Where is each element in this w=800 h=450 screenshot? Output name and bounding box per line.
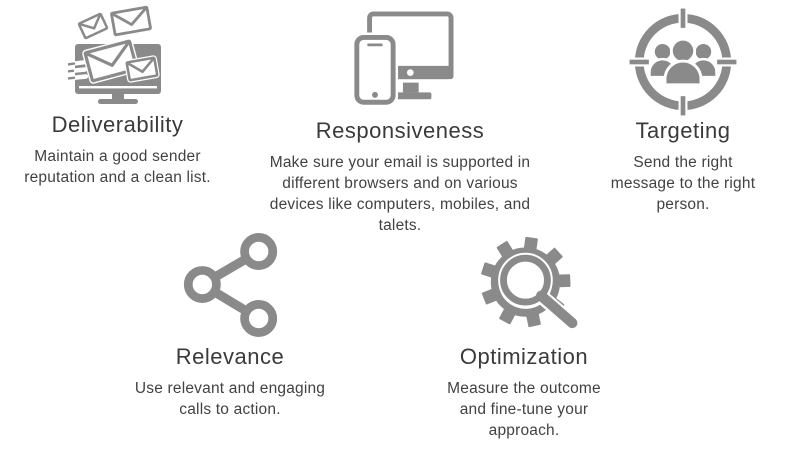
gear-magnifier-icon: [394, 226, 654, 344]
card-description: Use relevant and engaging calls to actio…: [134, 380, 326, 418]
card-optimization: Optimization Measure the outcome and fin…: [394, 226, 654, 441]
card-responsiveness: Responsiveness Make sure your email is s…: [252, 6, 548, 236]
card-description: Maintain a good sender reputation and a …: [24, 148, 211, 186]
card-description: Send the right message to the right pers…: [610, 154, 756, 213]
share-nodes-icon: [112, 226, 348, 344]
card-title: Targeting: [635, 118, 731, 143]
card-title: Relevance: [175, 344, 285, 369]
card-description: Measure the outcome and fine-tune your a…: [447, 380, 601, 439]
card-title: Deliverability: [51, 112, 184, 137]
card-relevance: Relevance Use relevant and engaging call…: [112, 226, 348, 420]
card-targeting: Targeting Send the right message to the …: [578, 6, 788, 215]
card-description: Make sure your email is supported in dif…: [269, 154, 531, 234]
card-deliverability: Deliverability Maintain a good sender re…: [0, 0, 235, 188]
responsive-devices-icon: [252, 6, 548, 118]
envelopes-monitor-icon: [0, 0, 235, 112]
card-title: Optimization: [459, 344, 589, 369]
target-audience-icon: [578, 6, 788, 118]
card-title: Responsiveness: [315, 118, 485, 143]
